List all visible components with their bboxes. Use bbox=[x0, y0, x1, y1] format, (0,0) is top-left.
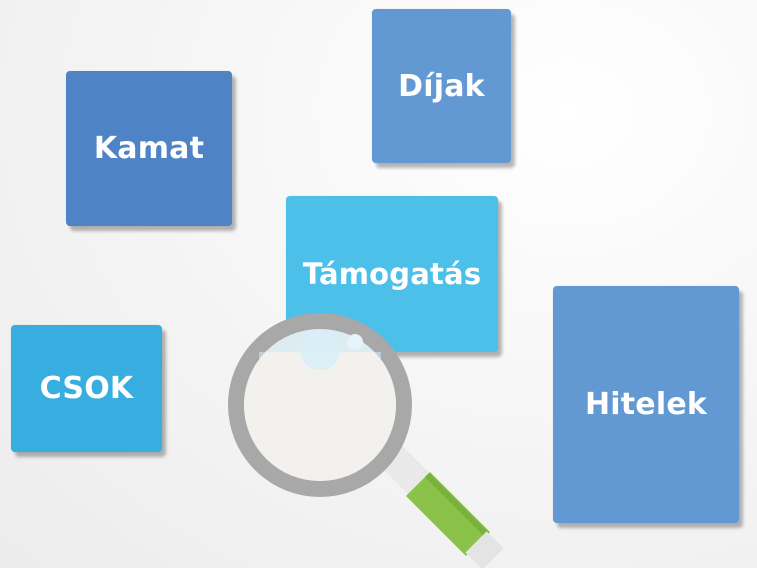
magnifier-handle bbox=[405, 471, 491, 557]
tile-kamat[interactable]: Kamat bbox=[66, 71, 232, 226]
tile-dijak[interactable]: Díjak bbox=[372, 9, 511, 163]
tile-hitelek[interactable]: Hitelek bbox=[553, 286, 739, 523]
tile-csok[interactable]: CSOK bbox=[11, 325, 162, 452]
tile-tamogatas-label: Támogatás bbox=[302, 257, 482, 291]
tile-csok-label: CSOK bbox=[39, 371, 134, 406]
tile-tamogatas[interactable]: Támogatás bbox=[286, 196, 498, 352]
magnifier-handle-end bbox=[465, 531, 504, 568]
magnifier-handle-cap bbox=[379, 444, 436, 501]
tile-hitelek-label: Hitelek bbox=[584, 387, 708, 422]
tile-kamat-label: Kamat bbox=[93, 131, 205, 166]
tile-dijak-label: Díjak bbox=[398, 68, 485, 104]
